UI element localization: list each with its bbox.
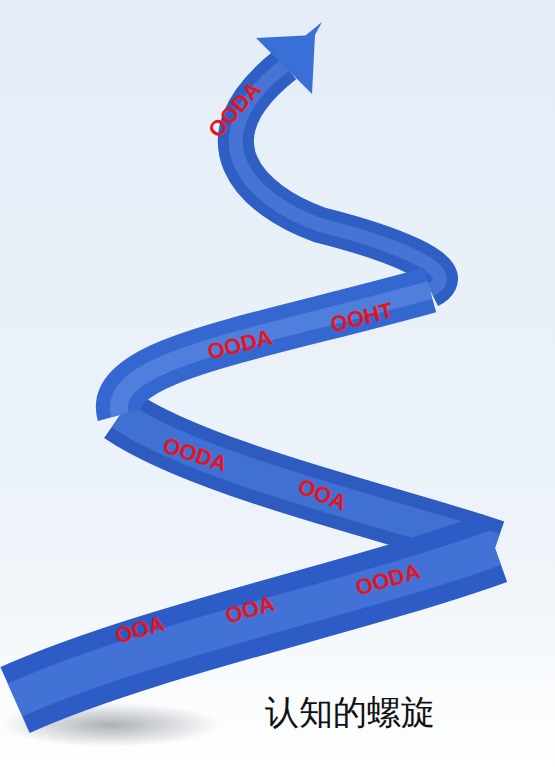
caption: 认知的螺旋 [265,692,435,733]
